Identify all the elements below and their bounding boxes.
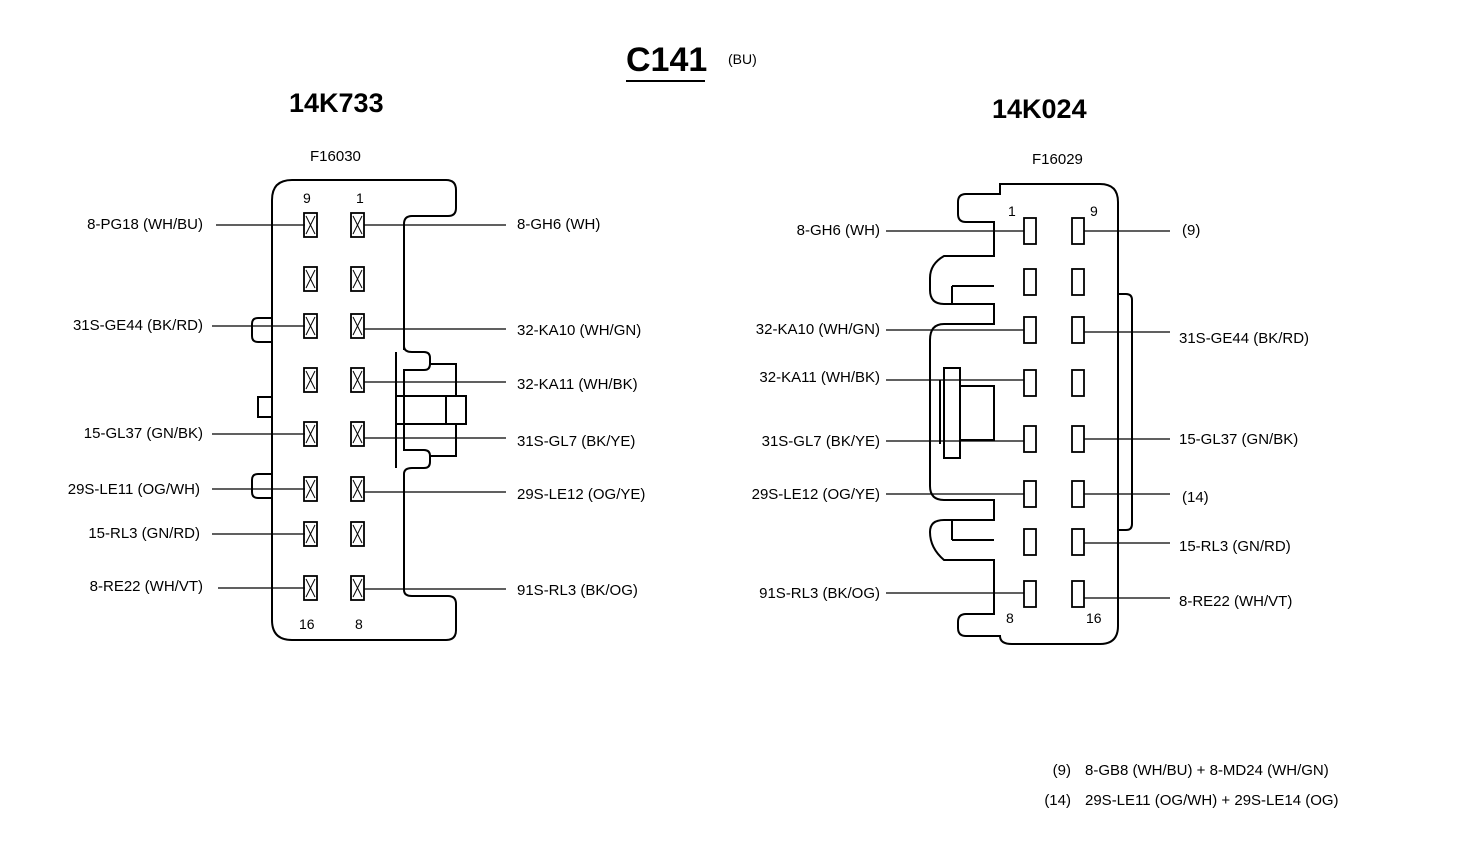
- terminal-x-mark: [305, 578, 316, 598]
- terminal-x-mark: [352, 424, 363, 444]
- right-terminals: [1023, 217, 1085, 608]
- left-pin-9: 9: [303, 190, 311, 206]
- right-wire-label: 32-KA10 (WH/GN): [756, 321, 880, 338]
- left-wire-label: 8-PG18 (WH/BU): [87, 216, 203, 233]
- terminal-x-mark: [305, 479, 316, 499]
- left-wire-label: 15-RL3 (GN/RD): [88, 525, 200, 542]
- right-connector-body: [928, 183, 1119, 645]
- left-side-bump: [251, 317, 272, 343]
- terminal-x-mark: [305, 524, 316, 544]
- right-terminal: [1071, 217, 1085, 245]
- right-pin-8: 8: [1006, 610, 1014, 626]
- right-pin-1: 1: [1008, 203, 1016, 219]
- right-pin-16: 16: [1086, 610, 1102, 626]
- left-connector-body: [271, 179, 457, 641]
- right-terminal: [1071, 369, 1085, 397]
- left-wire-label: 32-KA11 (WH/BK): [517, 376, 638, 393]
- left-wire-label: 8-GH6 (WH): [517, 216, 600, 233]
- left-latch-tab: [445, 395, 467, 425]
- splice-notes: (9) 8-GB8 (WH/BU) + 8-MD24 (WH/GN) (14) …: [1044, 762, 1338, 809]
- terminal-x-mark: [352, 524, 363, 544]
- left-wire-label: 31S-GE44 (BK/RD): [73, 317, 203, 334]
- right-terminal: [1071, 316, 1085, 344]
- right-terminal: [1023, 369, 1037, 397]
- left-pin-16: 16: [299, 616, 315, 632]
- left-terminals: [303, 212, 365, 601]
- left-latch-arm: [430, 363, 457, 396]
- terminal-x-mark: [352, 215, 363, 235]
- right-terminal: [1023, 268, 1037, 296]
- right-wire-label: 15-GL37 (GN/BK): [1179, 431, 1298, 448]
- right-wire-label: (14): [1182, 489, 1209, 506]
- left-wire-label: 29S-LE11 (OG/WH): [68, 481, 200, 498]
- left-wire-label: 31S-GL7 (BK/YE): [517, 433, 635, 450]
- terminal-x-mark: [352, 578, 363, 598]
- left-connector-name: 14K733: [289, 88, 384, 118]
- left-connector-part: F16030: [310, 148, 361, 165]
- left-wire-label: 91S-RL3 (BK/OG): [517, 582, 638, 599]
- terminal-x-mark: [352, 370, 363, 390]
- right-connector-part: F16029: [1032, 151, 1083, 168]
- right-wire-label: (9): [1182, 222, 1200, 239]
- right-terminal: [1023, 316, 1037, 344]
- right-terminal: [1071, 580, 1085, 608]
- terminal-x-mark: [305, 424, 316, 444]
- connector-14k024: 14K024 F16029 1 9 8 16 8-GH6 (: [752, 94, 1309, 645]
- right-wire-label: 31S-GE44 (BK/RD): [1179, 330, 1309, 347]
- terminal-x-mark: [352, 479, 363, 499]
- right-wire-label: 8-RE22 (WH/VT): [1179, 593, 1292, 610]
- right-connector-name: 14K024: [992, 94, 1087, 124]
- terminal-x-mark: [305, 370, 316, 390]
- right-terminal: [1071, 425, 1085, 453]
- left-side-bump: [251, 473, 272, 499]
- terminal-x-mark: [305, 316, 316, 336]
- right-latch-block: [959, 385, 995, 441]
- right-terminal: [1023, 425, 1037, 453]
- left-wire-label: 8-RE22 (WH/VT): [90, 578, 203, 595]
- note-text: 8-GB8 (WH/BU) + 8-MD24 (WH/GN): [1085, 762, 1329, 779]
- right-latch-bar: [943, 367, 961, 459]
- right-side-rail: [1118, 293, 1133, 531]
- right-terminal: [1071, 528, 1085, 556]
- right-wire-label: 31S-GL7 (BK/YE): [762, 433, 880, 450]
- title-color-code: (BU): [728, 51, 757, 67]
- note-text: 29S-LE11 (OG/WH) + 29S-LE14 (OG): [1085, 792, 1339, 809]
- right-terminal: [1071, 480, 1085, 508]
- left-wire-label: 29S-LE12 (OG/YE): [517, 486, 645, 503]
- terminal-x-mark: [305, 215, 316, 235]
- right-wire-label: 15-RL3 (GN/RD): [1179, 538, 1291, 555]
- right-terminal: [1023, 528, 1037, 556]
- right-terminal: [1023, 580, 1037, 608]
- left-pin-1: 1: [356, 190, 364, 206]
- right-pin-9: 9: [1090, 203, 1098, 219]
- right-terminal: [1071, 268, 1085, 296]
- left-latch-arm: [430, 424, 457, 457]
- note-ref: (9): [1053, 762, 1071, 779]
- terminal-x-mark: [352, 269, 363, 289]
- left-pin-8: 8: [355, 616, 363, 632]
- left-wire-label: 15-GL37 (GN/BK): [84, 425, 203, 442]
- right-wire-label: 29S-LE12 (OG/YE): [752, 486, 880, 503]
- right-terminal: [1023, 217, 1037, 245]
- terminal-x-mark: [305, 269, 316, 289]
- right-wire-label: 91S-RL3 (BK/OG): [759, 585, 880, 602]
- terminal-x-mark: [352, 316, 363, 336]
- left-wire-label: 32-KA10 (WH/GN): [517, 322, 641, 339]
- right-terminal: [1023, 480, 1037, 508]
- right-wire-label: 8-GH6 (WH): [797, 222, 880, 239]
- right-wire-label: 32-KA11 (WH/BK): [759, 369, 880, 386]
- diagram-title: C141: [626, 41, 707, 79]
- left-side-key: [257, 396, 273, 418]
- connector-14k733: 14K733 F16030 9 1 16 8: [68, 88, 645, 641]
- note-ref: (14): [1044, 792, 1071, 809]
